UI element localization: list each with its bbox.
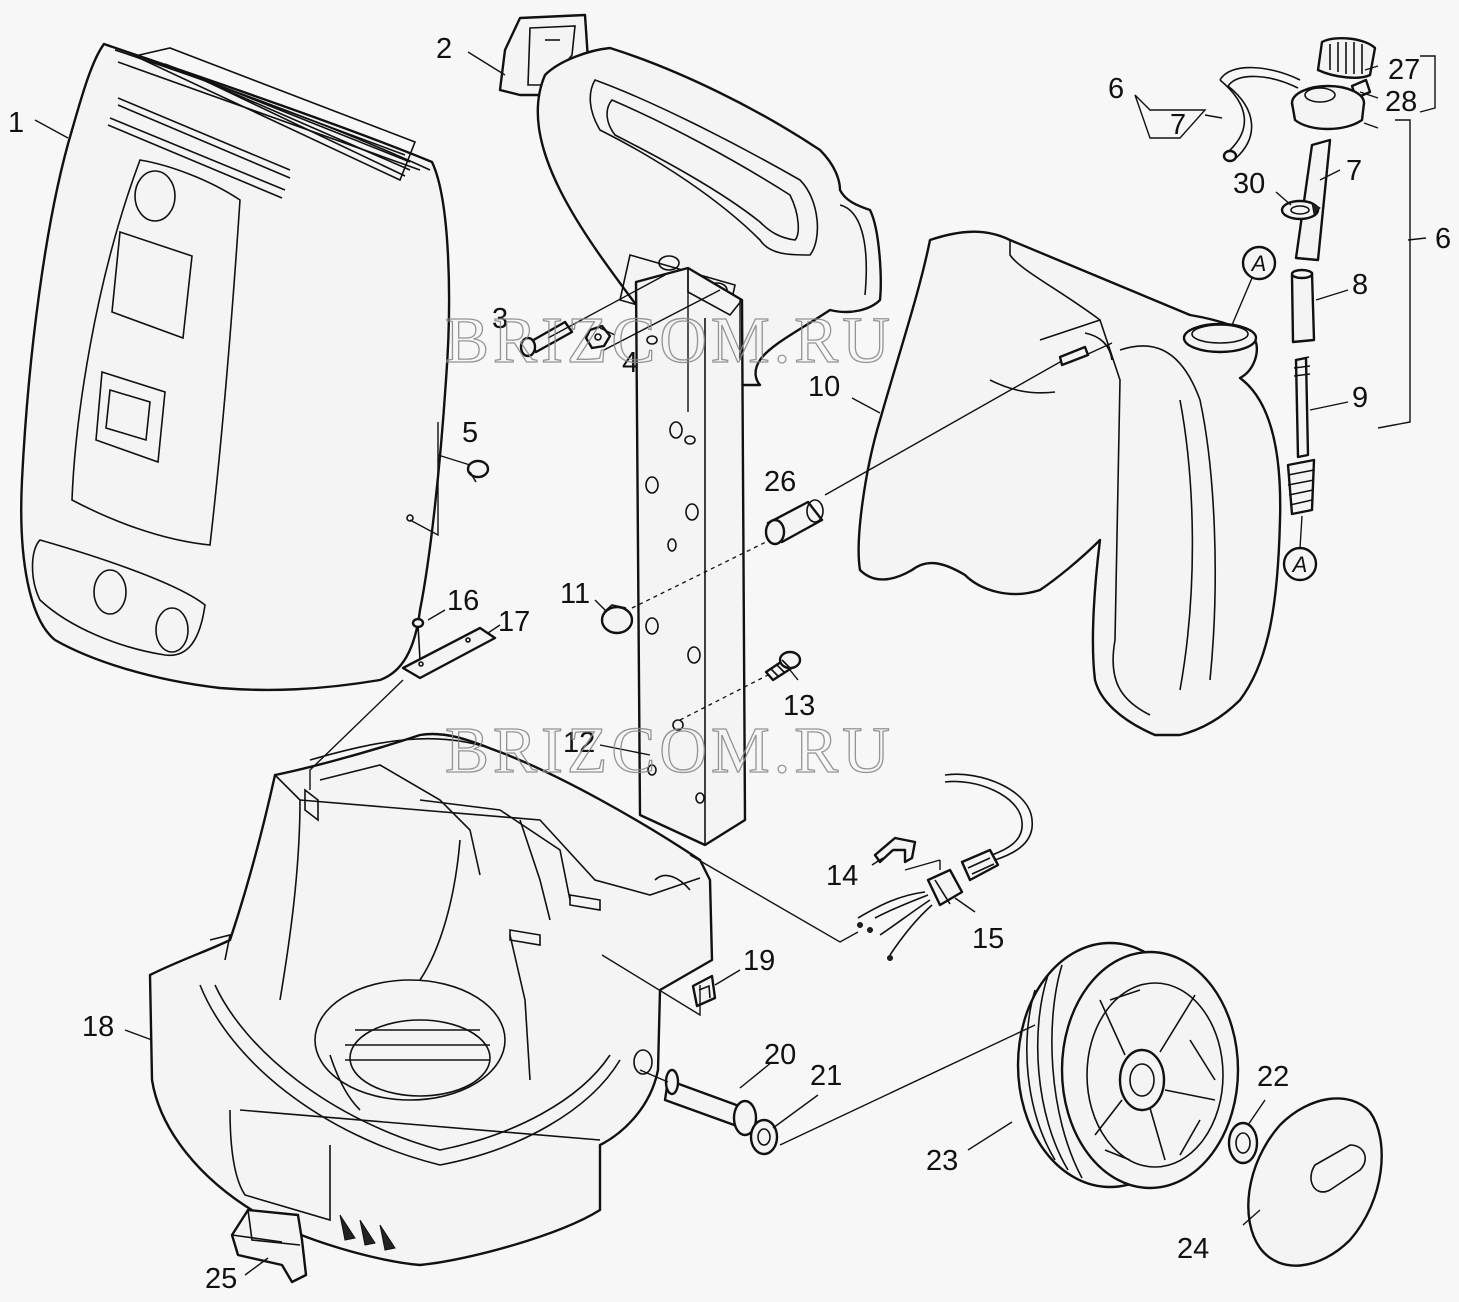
callout-19: 19 <box>743 945 775 977</box>
callout-14: 14 <box>826 860 858 892</box>
callout-6-left: 6 <box>1108 73 1124 105</box>
callout-11: 11 <box>560 578 590 610</box>
watermark-top: BRIZCOM.RU <box>445 304 894 377</box>
filler-neck-part <box>1290 84 1366 131</box>
callout-18: 18 <box>82 1011 114 1043</box>
callout-2: 2 <box>436 33 452 65</box>
lock-washer-part <box>1227 1121 1259 1165</box>
callout-22: 22 <box>1257 1061 1289 1093</box>
vent-slats <box>132 47 417 182</box>
callout-15: 15 <box>972 923 1004 955</box>
callout-7-left: 7 <box>1170 109 1186 141</box>
callout-12: 12 <box>563 727 595 759</box>
plug-part <box>466 459 490 483</box>
callout-17: 17 <box>498 606 530 638</box>
callout-3: 3 <box>492 303 508 335</box>
hose-clamp-part <box>1280 199 1321 221</box>
connector-marker-bottom: A <box>1282 546 1318 582</box>
callout-6-right: 6 <box>1435 223 1451 255</box>
callout-8: 8 <box>1352 269 1368 301</box>
callout-4: 4 <box>622 347 638 379</box>
leader-lines <box>34 51 1436 1276</box>
watermark-bottom: BRIZCOM.RU <box>445 714 894 787</box>
connector-marker-top: A <box>1241 245 1277 281</box>
callout-21: 21 <box>810 1060 842 1092</box>
suction-hose-part <box>1294 138 1332 262</box>
nut-part <box>584 324 612 350</box>
cap-part <box>600 604 634 635</box>
callout-25: 25 <box>205 1263 237 1295</box>
spacer-tube-part <box>764 499 824 546</box>
callout-27: 27 <box>1388 54 1420 86</box>
small-screw-part <box>411 617 425 661</box>
connector-marker-label: A <box>1291 552 1308 577</box>
callout-16: 16 <box>447 585 479 617</box>
foot-part <box>230 1208 308 1284</box>
callout-9: 9 <box>1352 382 1368 414</box>
axle-part <box>663 1068 758 1137</box>
cover-plate-part <box>401 626 497 680</box>
callout-5: 5 <box>462 417 478 449</box>
check-valve-part <box>1286 356 1316 516</box>
vent-hose-part <box>1219 66 1301 163</box>
clip-part <box>691 974 717 1008</box>
callout-1: 1 <box>8 107 24 139</box>
callout-24: 24 <box>1177 1233 1209 1265</box>
water-tank-part <box>857 230 1282 737</box>
callout-30: 30 <box>1233 168 1265 200</box>
callout-23: 23 <box>926 1145 958 1177</box>
callout-20: 20 <box>764 1039 796 1071</box>
power-cable-part <box>857 773 1033 961</box>
base-housing-part <box>148 732 714 1267</box>
bolt-part <box>764 650 802 682</box>
callout-26: 26 <box>764 466 796 498</box>
callout-10: 10 <box>808 371 840 403</box>
frame-holes <box>645 335 705 804</box>
callout-13: 13 <box>783 690 815 722</box>
cable-bracket-part <box>873 836 917 864</box>
filter-tube-part <box>1290 268 1316 344</box>
fill-cap-part <box>1316 36 1377 79</box>
connector-marker-label: A <box>1250 251 1267 276</box>
callout-7-right: 7 <box>1346 155 1362 187</box>
callout-28: 28 <box>1385 86 1417 118</box>
front-cover-part <box>20 42 451 692</box>
callout-labels: 1 2 3 4 5 6 6 7 7 8 9 10 11 12 13 14 15 … <box>8 33 1451 1295</box>
washer-part <box>749 1118 779 1156</box>
wheel-part <box>1016 941 1240 1190</box>
hub-cap-part <box>1247 1097 1383 1267</box>
